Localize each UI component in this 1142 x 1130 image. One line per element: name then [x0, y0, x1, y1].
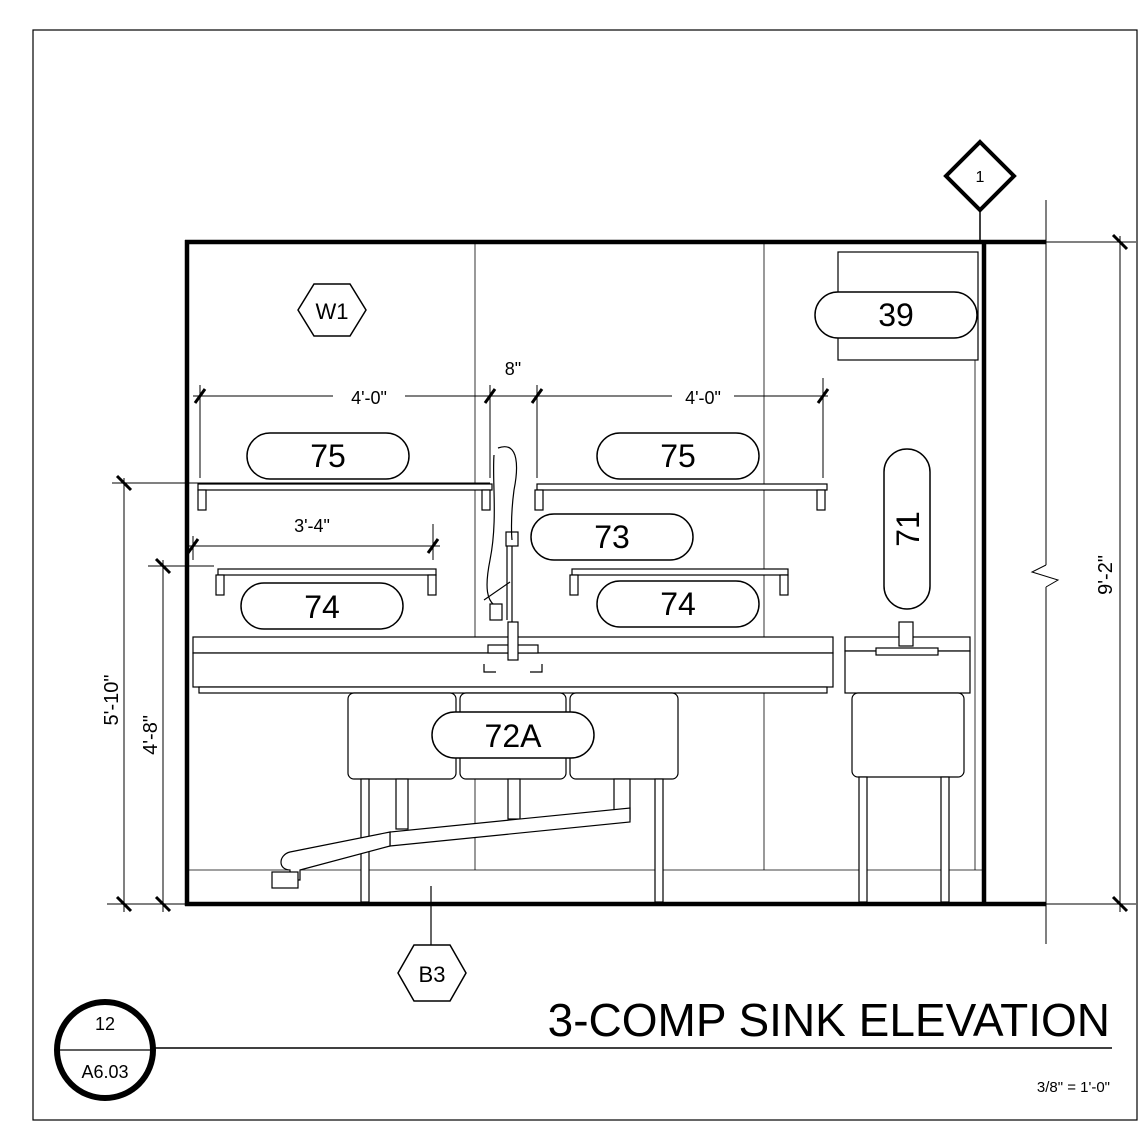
hand-sink	[844, 621, 971, 903]
section-marker: 1	[943, 139, 1017, 244]
dim-mask	[333, 386, 405, 406]
svg-text:73: 73	[594, 519, 630, 555]
section-marker-label: 1	[976, 169, 985, 186]
dim-upper-shelf-height: 5'-10"	[101, 675, 123, 726]
svg-text:74: 74	[304, 589, 340, 625]
detail-number: 12	[95, 1014, 115, 1034]
wall-finish-tag: W1	[297, 283, 367, 337]
drain-pipe	[271, 778, 631, 889]
title-block: 12 A6.03 3-COMP SINK ELEVATION 3/8" = 1'…	[54, 994, 1112, 1101]
shelf-width-dimension	[193, 378, 830, 478]
left-height-dimensions	[107, 474, 490, 913]
ceiling-height-dimension	[1030, 200, 1136, 944]
wall-base-tag: B3	[397, 886, 467, 1002]
tag-shelf-upper-right: 75	[596, 432, 760, 480]
dim-mask	[672, 386, 734, 406]
drawing-scale: 3/8" = 1'-0"	[1037, 1079, 1110, 1096]
svg-text:74: 74	[660, 586, 696, 622]
wall-finish-label: W1	[316, 299, 349, 324]
svg-text:72A: 72A	[485, 718, 543, 754]
svg-text:39: 39	[878, 297, 914, 333]
dim-shelf-gap: 8"	[505, 359, 521, 379]
tag-hand-sink: 71	[883, 448, 931, 610]
dim-left-shelf-width: 4'-0"	[351, 388, 387, 408]
sheet-number: A6.03	[81, 1062, 128, 1082]
dim-lower-shelf-width: 3'-4"	[294, 516, 330, 536]
dim-ceiling-height: 9'-2"	[1095, 555, 1117, 595]
drawing-title: 3-COMP SINK ELEVATION	[548, 994, 1110, 1046]
sheet-border	[32, 29, 1138, 1121]
wall-base-label: B3	[419, 962, 446, 987]
svg-text:71: 71	[890, 511, 926, 547]
lower-shelves	[215, 568, 789, 596]
tag-wall-box: 39	[814, 291, 978, 339]
svg-text:75: 75	[660, 438, 696, 474]
pre-rinse-unit	[483, 446, 519, 640]
svg-text:75: 75	[310, 438, 346, 474]
tag-sink: 72A	[431, 711, 595, 759]
dim-right-shelf-width: 4'-0"	[685, 388, 721, 408]
tag-shelf-upper-left: 75	[246, 432, 410, 480]
upper-shelves	[197, 483, 828, 511]
tag-shelf-lower-right: 74	[596, 580, 760, 628]
dim-lower-shelf-height: 4'-8"	[140, 715, 162, 755]
lower-shelf-width-dimension	[186, 524, 440, 560]
tag-shelf-lower-left: 74	[240, 582, 404, 630]
tag-pre-rinse: 73	[530, 513, 694, 561]
wall-outline	[184, 239, 1046, 907]
